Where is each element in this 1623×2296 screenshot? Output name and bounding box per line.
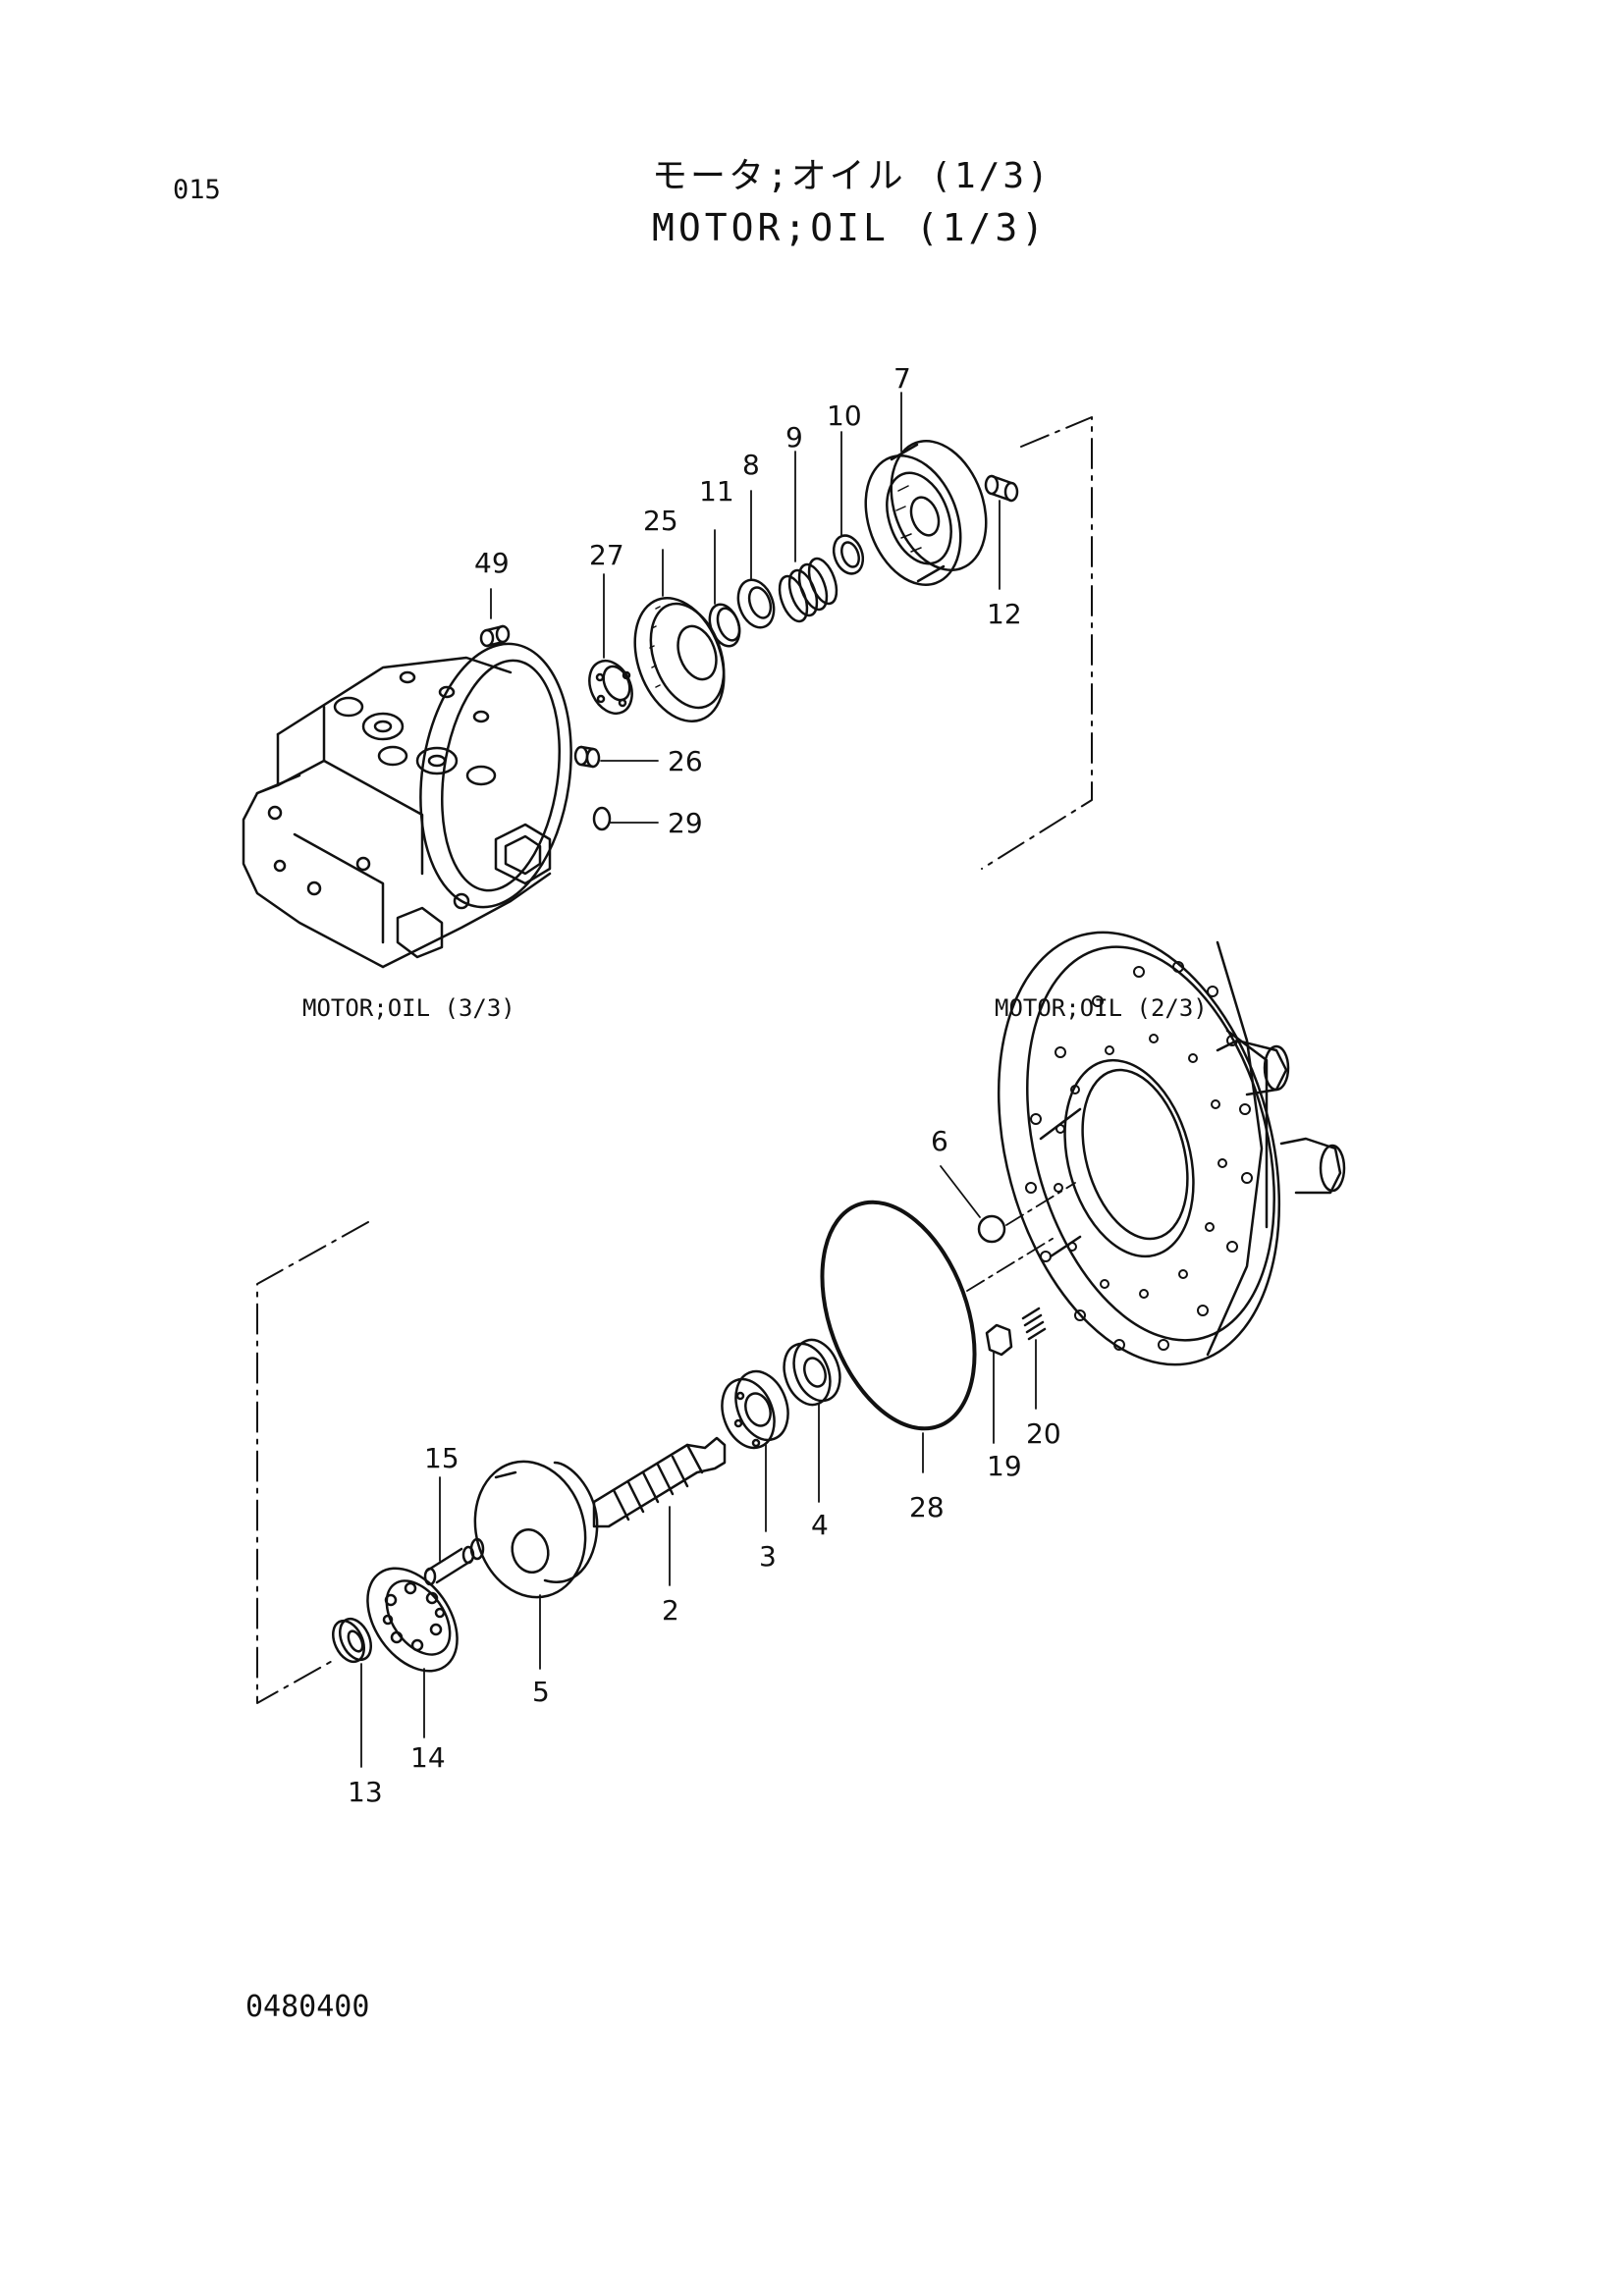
part-9-spring [778, 451, 839, 623]
part-8-washer [736, 490, 776, 629]
callout-27: 27 [589, 539, 624, 571]
part-49-pin [479, 588, 511, 648]
part-28-o-ring [820, 1200, 1056, 1473]
callout-3: 3 [759, 1540, 777, 1573]
part-26-pin [573, 745, 659, 769]
part-3-bearing [721, 1369, 789, 1532]
title-japanese: モータ;オイル (1/3) [652, 156, 1052, 196]
part-12-pin [984, 474, 1019, 590]
part-14-retainer-plate [366, 1567, 459, 1738]
reference-motor-oil-2-3: MOTOR;OIL (2/3) [995, 994, 1208, 1022]
part-29-o-ring [592, 806, 659, 831]
callout-8: 8 [742, 449, 760, 481]
callout-14: 14 [410, 1741, 446, 1774]
part-6-ball [940, 1165, 1076, 1244]
callout-25: 25 [643, 505, 678, 537]
top-assembly-bracket [981, 416, 1093, 870]
callout-19: 19 [987, 1450, 1022, 1482]
callout-29: 29 [668, 807, 703, 839]
callout-9: 9 [785, 421, 803, 454]
part-2-shaft [592, 1436, 727, 1586]
part-5-cam-plate [473, 1460, 599, 1670]
part-10-ring [832, 431, 865, 575]
callout-11: 11 [699, 475, 734, 507]
part-27-bearing [588, 573, 633, 715]
callout-7: 7 [893, 362, 911, 395]
flange-housing-drawing [997, 931, 1346, 1366]
part-15-piston [423, 1476, 485, 1586]
callout-5: 5 [532, 1676, 550, 1708]
callout-4: 4 [811, 1509, 829, 1541]
callout-10: 10 [827, 400, 862, 432]
callout-49: 49 [474, 547, 510, 579]
footer-code: 0480400 [245, 1990, 370, 2024]
part-13-ring [332, 1617, 372, 1768]
reference-motor-oil-3-3: MOTOR;OIL (3/3) [302, 994, 515, 1022]
bottom-assembly-bracket [256, 1221, 369, 1704]
part-4-bearing [783, 1338, 841, 1503]
part-19-plug [985, 1323, 1013, 1444]
title-english: MOTOR;OIL (1/3) [652, 206, 1049, 249]
part-11-snap-ring [708, 529, 741, 648]
callout-13: 13 [348, 1776, 383, 1808]
callout-28: 28 [909, 1491, 945, 1523]
callout-6: 6 [931, 1125, 948, 1157]
part-7-valve-plate [864, 392, 988, 586]
callout-20: 20 [1026, 1417, 1061, 1450]
callout-2: 2 [662, 1594, 679, 1627]
callout-15: 15 [424, 1442, 460, 1474]
part-20-screw [1021, 1307, 1047, 1410]
callout-12: 12 [987, 598, 1022, 630]
motor-housing-drawing [242, 642, 572, 969]
page-code: 015 [173, 175, 221, 205]
part-25-plate [633, 549, 726, 722]
callout-26: 26 [668, 745, 703, 777]
